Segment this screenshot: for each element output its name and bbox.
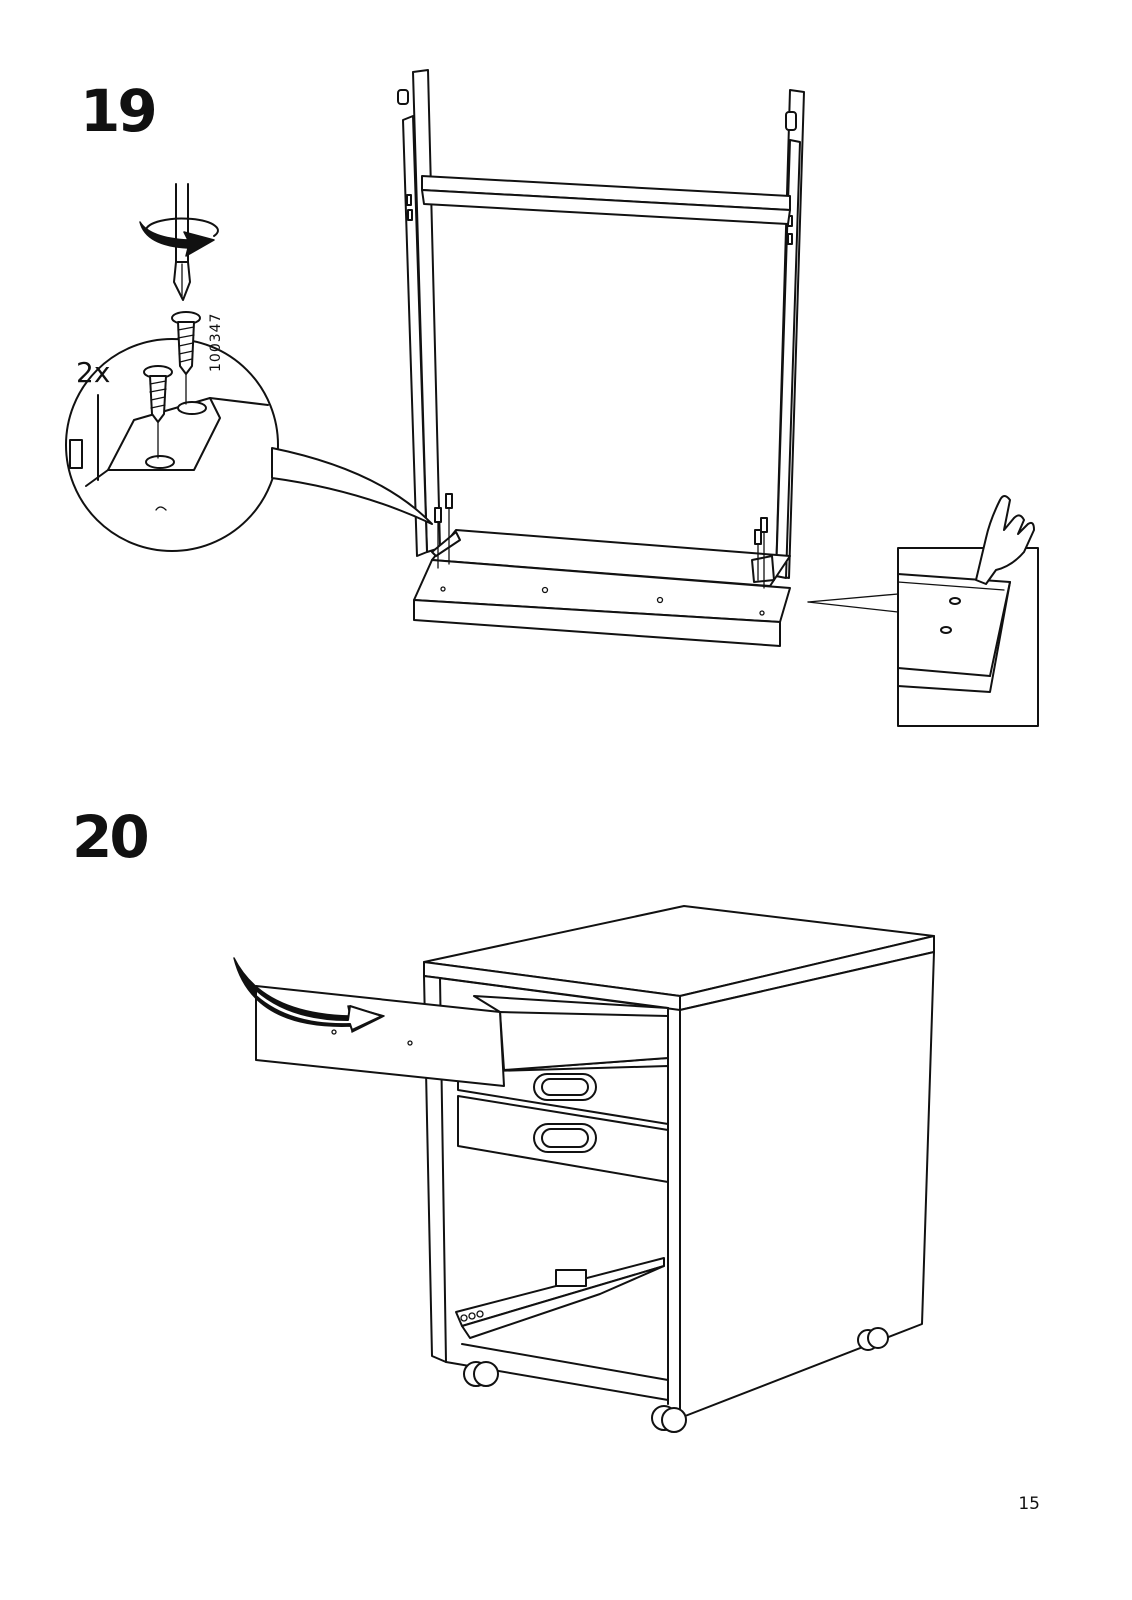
drawer-cabinet	[424, 906, 934, 1432]
page-number: 15	[1018, 1494, 1040, 1514]
